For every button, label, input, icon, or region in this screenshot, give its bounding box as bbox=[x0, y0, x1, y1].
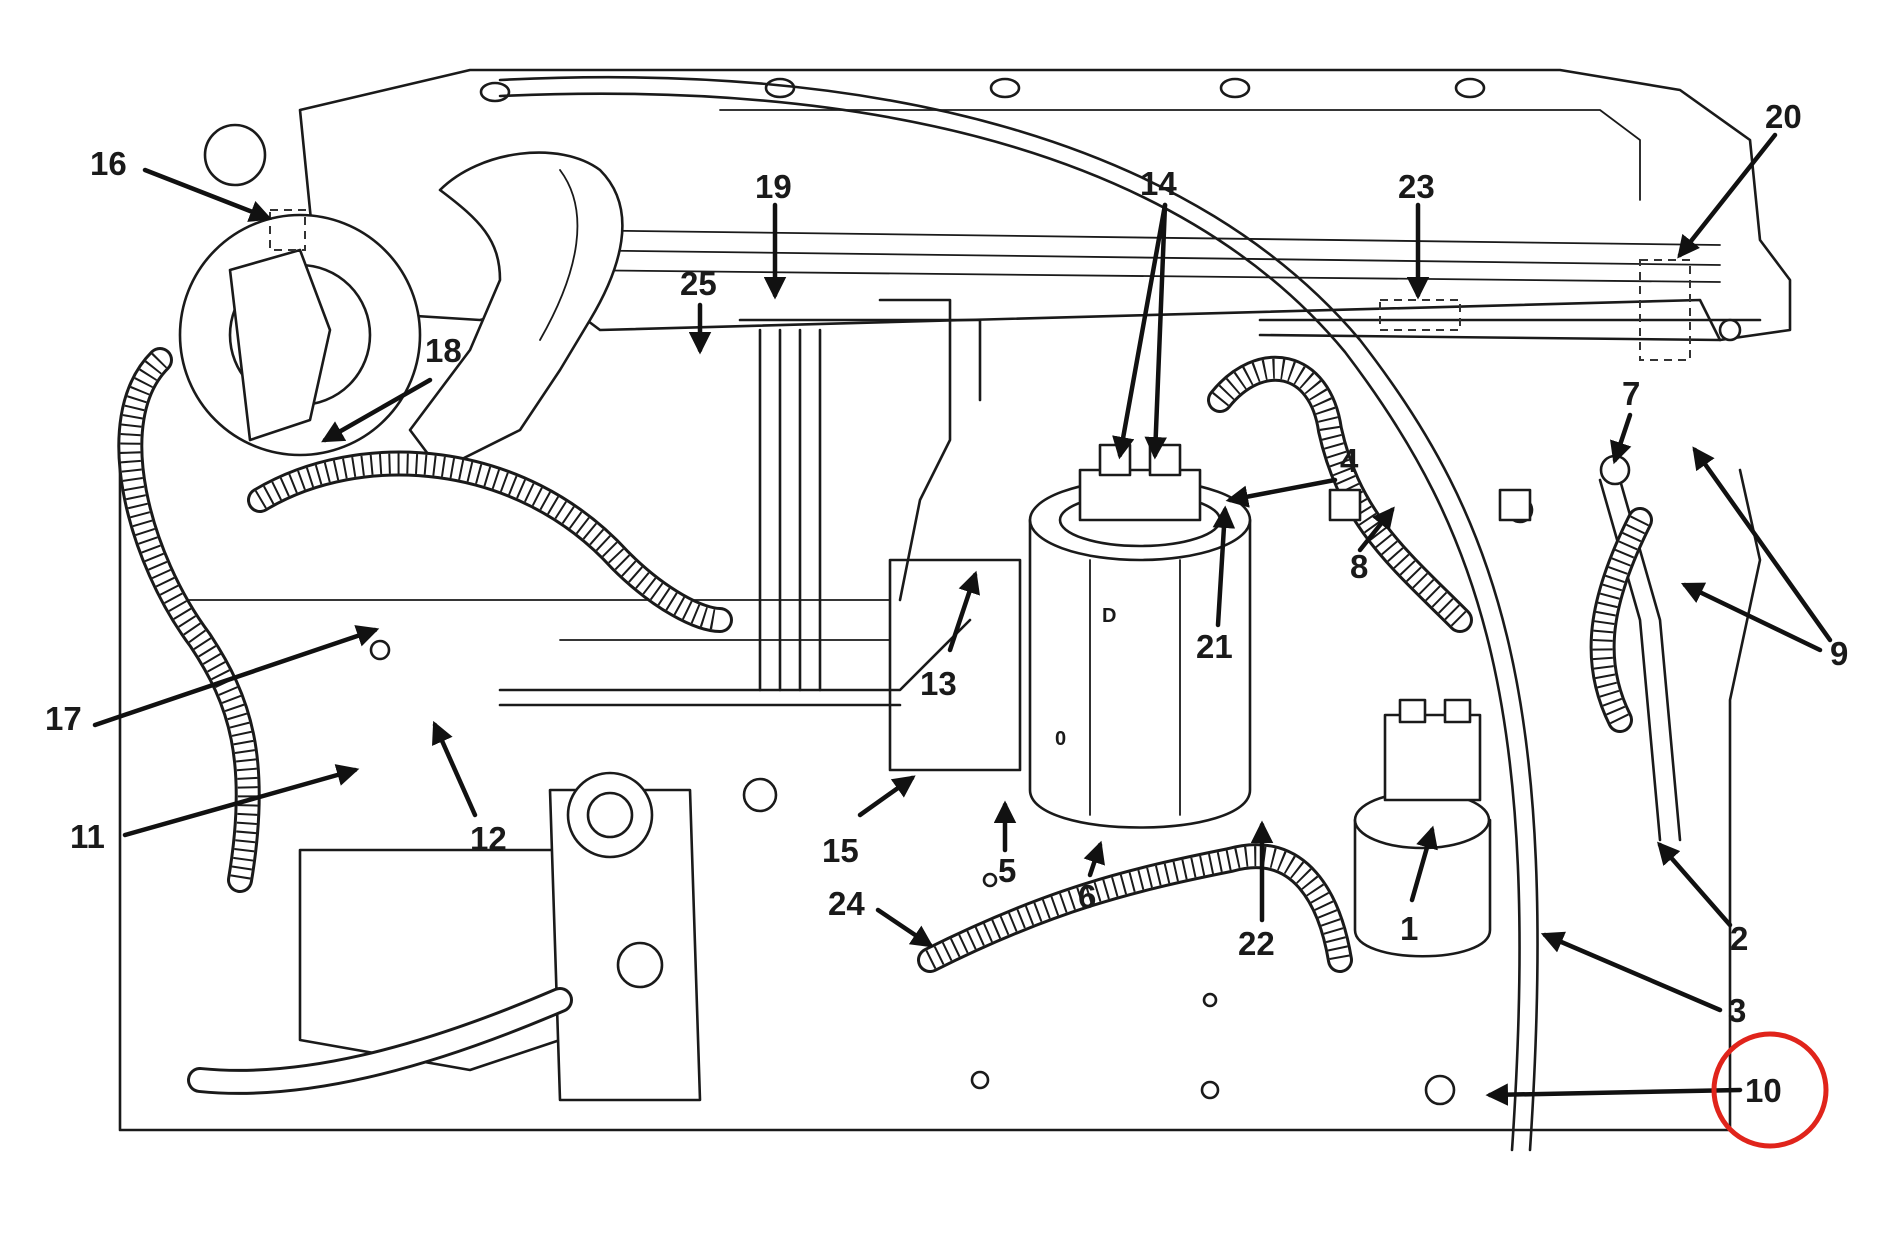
leader-6 bbox=[1083, 840, 1105, 878]
leader-4 bbox=[1225, 477, 1338, 508]
wiring-harness bbox=[117, 347, 1653, 973]
callout-16: 16 bbox=[90, 145, 127, 182]
leader-13 bbox=[947, 570, 980, 653]
dashed-outline-23 bbox=[1379, 299, 1461, 331]
fuel-filter-canister bbox=[1028, 443, 1252, 829]
callout-8: 8 bbox=[1350, 548, 1368, 585]
callout-1: 1 bbox=[1400, 910, 1418, 947]
intake-duct bbox=[408, 151, 624, 472]
callout-9: 9 bbox=[1830, 635, 1848, 672]
leader-14a bbox=[1112, 202, 1168, 460]
engine-block bbox=[118, 428, 1762, 1132]
leader-9b bbox=[1680, 582, 1823, 653]
callout-17: 17 bbox=[45, 700, 82, 737]
callout-12: 12 bbox=[470, 820, 507, 857]
callout-3: 3 bbox=[1728, 992, 1746, 1029]
secondary-filter bbox=[1353, 698, 1492, 958]
dashed-outline-20 bbox=[1639, 259, 1691, 361]
callout-19: 19 bbox=[755, 168, 792, 205]
leader-7 bbox=[1610, 412, 1633, 465]
fuel-lines bbox=[498, 75, 1762, 1152]
leader-10 bbox=[1485, 1083, 1743, 1106]
filter-mark-d: D bbox=[1102, 605, 1116, 627]
callout-5: 5 bbox=[998, 852, 1016, 889]
leader-11 bbox=[122, 764, 360, 838]
filter-mark-0: 0 bbox=[1055, 728, 1066, 750]
leader-14b bbox=[1144, 202, 1168, 460]
callout-20: 20 bbox=[1765, 98, 1802, 135]
leader-arrows bbox=[92, 132, 1833, 1106]
leader-21 bbox=[1212, 505, 1236, 628]
callout-2: 2 bbox=[1730, 920, 1748, 957]
valve-cover-bolts bbox=[479, 77, 1486, 103]
leader-15 bbox=[857, 775, 916, 818]
callout-14: 14 bbox=[1140, 165, 1177, 202]
callout-18: 18 bbox=[425, 332, 462, 369]
callout-22: 22 bbox=[1238, 925, 1275, 962]
leader-9a bbox=[1692, 446, 1833, 643]
callout-10: 10 bbox=[1745, 1072, 1782, 1109]
callout-24: 24 bbox=[828, 885, 865, 922]
callout-4: 4 bbox=[1340, 442, 1359, 479]
leader-3 bbox=[1540, 931, 1723, 1013]
callout-labels: 1 2 3 4 5 6 7 8 9 10 11 12 13 14 15 16 1… bbox=[45, 98, 1848, 1109]
leader-8 bbox=[1357, 506, 1395, 553]
leader-18 bbox=[321, 377, 433, 443]
callout-15: 15 bbox=[822, 832, 859, 869]
leader-17 bbox=[92, 625, 380, 728]
leader-24 bbox=[875, 907, 934, 948]
callout-21: 21 bbox=[1196, 628, 1233, 665]
highlight-circle bbox=[1711, 1031, 1829, 1149]
fasteners bbox=[369, 318, 1742, 1106]
leader-16 bbox=[142, 167, 273, 222]
engine-line-art: D 0 bbox=[117, 68, 1792, 1152]
leader-1 bbox=[1409, 825, 1438, 903]
callout-11: 11 bbox=[70, 818, 105, 855]
leader-20 bbox=[1677, 132, 1778, 259]
callout-25: 25 bbox=[680, 265, 717, 302]
leader-12 bbox=[432, 720, 478, 818]
ecm-plate bbox=[888, 558, 1022, 772]
callout-13: 13 bbox=[920, 665, 957, 702]
callout-23: 23 bbox=[1398, 168, 1435, 205]
callout-7: 7 bbox=[1622, 375, 1640, 412]
callout-6: 6 bbox=[1078, 878, 1096, 915]
leader-2 bbox=[1657, 841, 1733, 928]
